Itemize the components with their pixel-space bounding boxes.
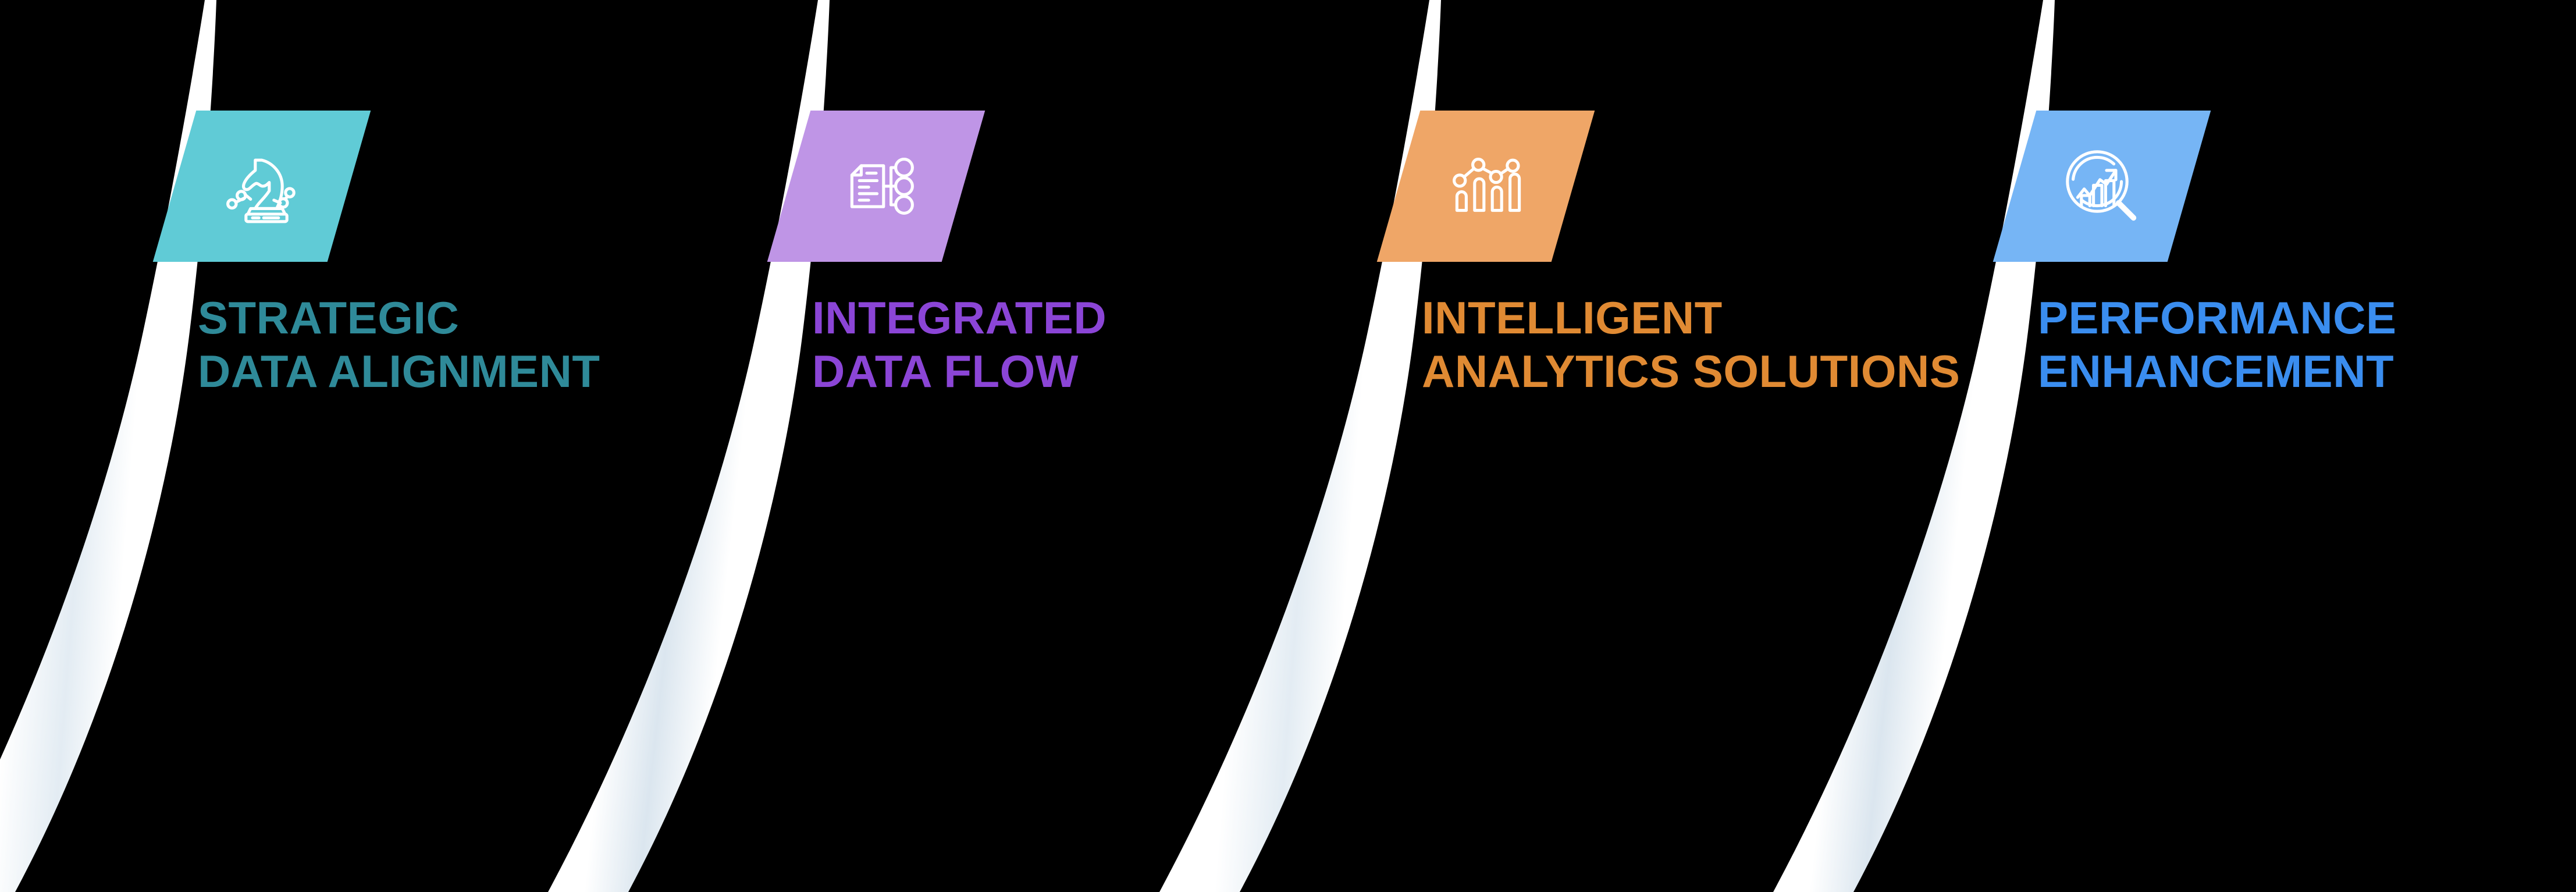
feature-caption-intelligent: INTELLIGENT ANALYTICS SOLUTIONS: [1422, 291, 2033, 398]
feature-title-line1: INTELLIGENT: [1422, 292, 1723, 343]
feature-column-integrated-data-flow: INTEGRATED DATA FLOW: [611, 0, 1251, 892]
feature-column-intelligent-analytics-solutions: INTELLIGENT ANALYTICS SOLUTIONS: [1222, 0, 1960, 892]
document-branching-nodes-icon: [789, 111, 963, 262]
feature-title-line2: DATA ALIGNMENT: [198, 346, 600, 397]
feature-caption-integrated: INTEGRATED DATA FLOW: [812, 291, 1423, 398]
icon-tile-integrated[interactable]: [767, 111, 985, 262]
feature-caption-performance: PERFORMANCE ENHANCEMENT: [2038, 291, 2576, 398]
feature-title-line2: DATA FLOW: [812, 346, 1079, 397]
feature-title-line2: ENHANCEMENT: [2038, 346, 2394, 397]
line-and-bar-chart-icon: [1399, 111, 1573, 262]
feature-title-line2: ANALYTICS SOLUTIONS: [1422, 346, 1961, 397]
feature-caption-strategic: STRATEGIC DATA ALIGNMENT: [198, 291, 809, 398]
magnifier-growth-chart-icon: [2015, 111, 2189, 262]
chess-knight-network-icon: [175, 111, 349, 262]
feature-title-line1: PERFORMANCE: [2038, 292, 2397, 343]
feature-column-performance-enhancement: PERFORMANCE ENHANCEMENT: [1835, 0, 2475, 892]
feature-title-line1: STRATEGIC: [198, 292, 460, 343]
icon-tile-performance[interactable]: [1993, 111, 2211, 262]
feature-column-strategic-data-alignment: STRATEGIC DATA ALIGNMENT: [0, 0, 640, 892]
icon-tile-intelligent[interactable]: [1376, 111, 1595, 262]
feature-title-line1: INTEGRATED: [812, 292, 1107, 343]
icon-tile-strategic[interactable]: [152, 111, 371, 262]
